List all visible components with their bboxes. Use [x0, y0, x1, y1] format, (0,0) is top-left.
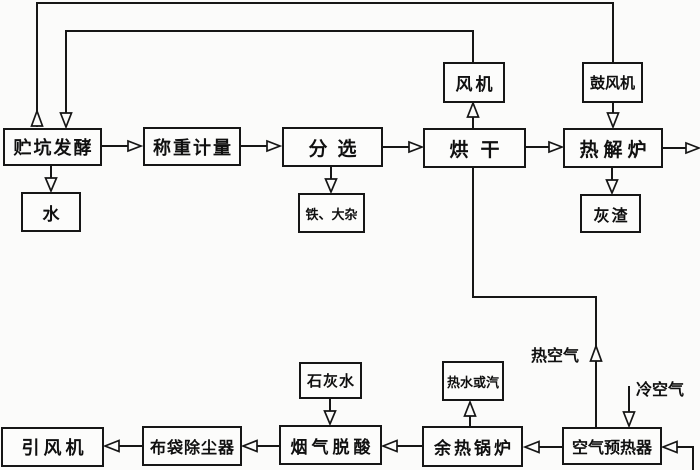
node-induced-draft-fan: 引风机 — [1, 427, 104, 467]
arrowhead-into-preheater — [660, 440, 678, 454]
arrowhead-into-bagfilter — [240, 439, 258, 453]
node-sorting: 分选 — [282, 127, 383, 167]
node-ash-residue: 灰渣 — [580, 194, 641, 233]
label-hot-air: 热空气 — [531, 348, 580, 365]
arrowhead-into-deacid — [380, 439, 398, 453]
node-air-preheater: 空气预热器 — [562, 427, 662, 465]
node-pit-fermentation: 贮坑发酵 — [3, 128, 102, 166]
arrowhead-up-hot-air — [589, 343, 603, 362]
node-pyrolysis-furnace: 热解炉 — [563, 128, 663, 168]
arrowhead-down-into-fermentation — [59, 112, 73, 130]
arrowhead-into-water — [44, 177, 58, 194]
arrowhead-into-ash — [605, 179, 619, 196]
arrowhead-into-deacid-top — [323, 410, 337, 427]
arrowhead-into-iron — [324, 178, 338, 195]
edge-fluegas-into-preheater — [676, 446, 694, 470]
arrowhead-up-into-fan — [466, 100, 480, 118]
arrowhead-into-boiler — [522, 440, 540, 454]
node-bag-filter: 布袋除尘器 — [142, 426, 242, 466]
edge-preheater-to-drying — [472, 168, 597, 427]
arrowhead-into-weighing — [127, 139, 144, 153]
node-fan: 风机 — [443, 62, 505, 103]
node-waste-heat-boiler: 余热锅炉 — [422, 426, 523, 467]
arrowhead-exit-right — [685, 141, 700, 155]
node-water: 水 — [21, 192, 81, 232]
node-lime-water: 石灰水 — [299, 362, 362, 399]
arrowhead-into-pyrolysis — [548, 140, 565, 154]
arrowhead-down-cold-air — [622, 411, 636, 429]
arrowhead-into-idfan — [102, 439, 120, 453]
arrowhead-down-into-pyrolysis — [606, 112, 620, 130]
node-flue-gas-deacidification: 烟气脱酸 — [279, 425, 382, 465]
label-cold-air: 冷空气 — [636, 382, 685, 399]
edge-fan-to-fermentation — [65, 30, 474, 127]
node-drying: 烘干 — [423, 128, 526, 168]
arrowhead-into-drying — [408, 140, 425, 154]
arrowhead-into-hotwater — [463, 399, 477, 417]
node-blower: 鼓风机 — [582, 62, 643, 103]
node-iron-debris: 铁、大杂 — [298, 193, 365, 233]
edge-fermentation-to-blower — [36, 2, 614, 127]
arrowhead-into-sorting — [266, 139, 283, 153]
node-hot-water-or-steam: 热水或汽 — [442, 361, 504, 401]
node-weighing: 称重计量 — [143, 127, 241, 166]
arrowhead-up-fermentation-out — [30, 108, 44, 127]
